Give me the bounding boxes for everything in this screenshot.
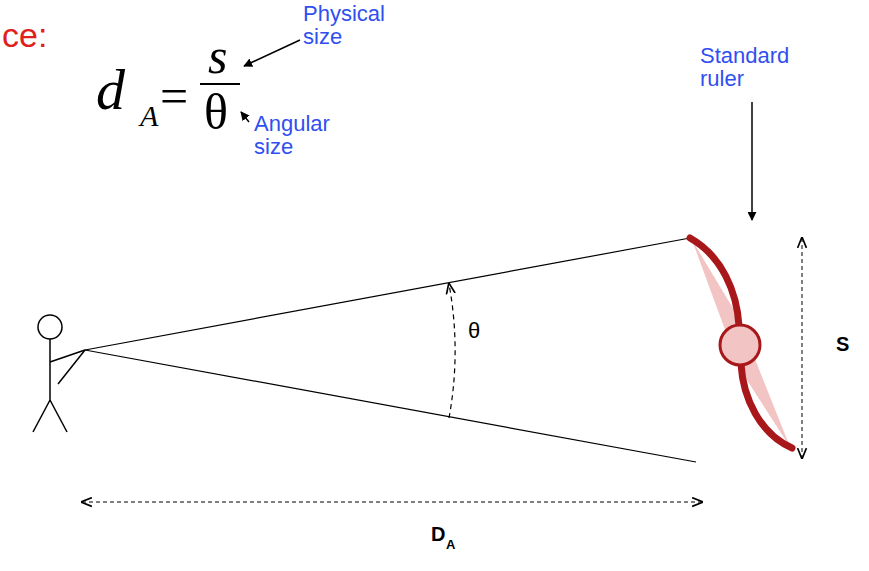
annotation-label: Standard ruler: [700, 44, 808, 90]
formula-subscript: A: [140, 100, 158, 132]
formula-symbol: s: [208, 30, 227, 83]
section-heading: ce:: [2, 18, 47, 54]
angle-label: θ: [468, 319, 480, 342]
sight-line: [85, 350, 696, 462]
formula-operator: =: [160, 70, 188, 123]
annotation-label: Angular size: [254, 112, 346, 158]
dimension-label: D: [431, 524, 445, 545]
distance-dimension: [82, 502, 702, 503]
galaxy-ruler: [690, 238, 792, 448]
observer-figure: [33, 315, 85, 432]
dimension-label: S: [836, 334, 849, 355]
angle-arc: [449, 284, 455, 418]
leader-arrow: [241, 112, 249, 122]
leader-arrow: [244, 40, 300, 66]
dimension-subscript: A: [446, 538, 455, 552]
formula-symbol: θ: [204, 86, 228, 139]
sight-line: [85, 238, 690, 350]
annotation-label: Physical size: [303, 2, 399, 48]
size-dimension: [802, 238, 803, 458]
fraction-bar: [200, 83, 240, 85]
leader-arrow: [751, 102, 753, 220]
formula-symbol: d: [96, 60, 125, 121]
